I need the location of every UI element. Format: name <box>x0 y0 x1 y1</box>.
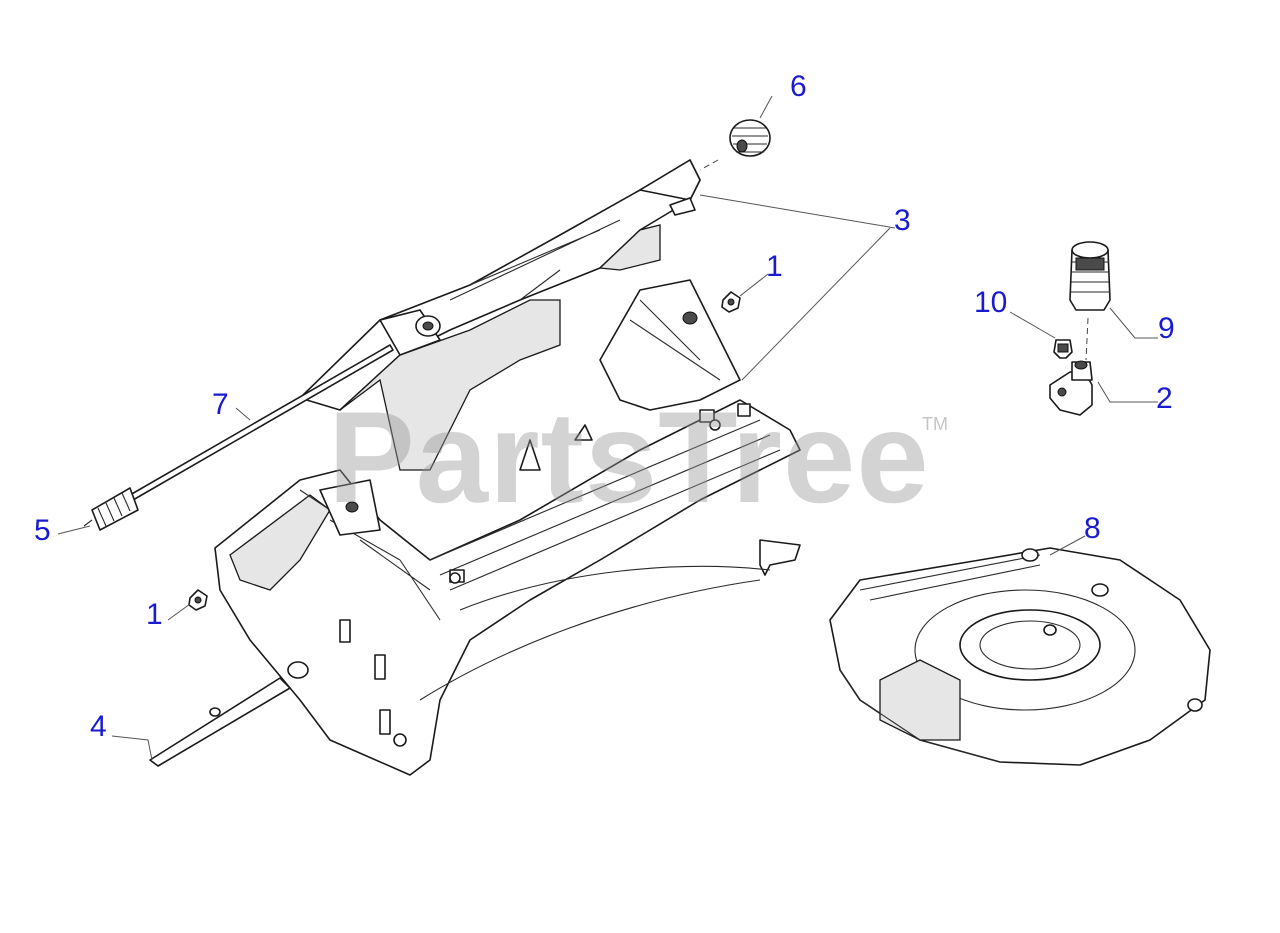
part-rear-flap <box>299 159 701 471</box>
part-spring-top <box>729 119 771 157</box>
watermark-trademark: TM <box>922 414 948 434</box>
callout-5[interactable]: 5 <box>34 514 51 547</box>
part-nut-upper <box>721 291 741 313</box>
callout-9[interactable]: 9 <box>1158 312 1175 345</box>
callout-1-upper[interactable]: 1 <box>766 250 783 283</box>
leader-lines <box>57 95 1158 761</box>
callout-4[interactable]: 4 <box>90 710 107 743</box>
callout-6[interactable]: 6 <box>790 70 807 103</box>
part-main-housing <box>214 279 801 776</box>
part-spring-left <box>83 487 139 531</box>
callout-8[interactable]: 8 <box>1084 512 1101 545</box>
part-rod <box>149 677 291 767</box>
part-bracket <box>1049 360 1093 416</box>
watermark-text: PartsTree <box>328 384 930 530</box>
part-nut-lower <box>188 589 208 611</box>
part-bolt <box>1053 339 1073 359</box>
callout-10[interactable]: 10 <box>974 286 1008 319</box>
part-knob <box>1069 241 1111 311</box>
callout-1-lower[interactable]: 1 <box>146 598 163 631</box>
part-deck <box>829 547 1211 766</box>
callout-2[interactable]: 2 <box>1156 382 1173 415</box>
callout-3[interactable]: 3 <box>894 204 911 237</box>
callout-7[interactable]: 7 <box>212 388 229 421</box>
